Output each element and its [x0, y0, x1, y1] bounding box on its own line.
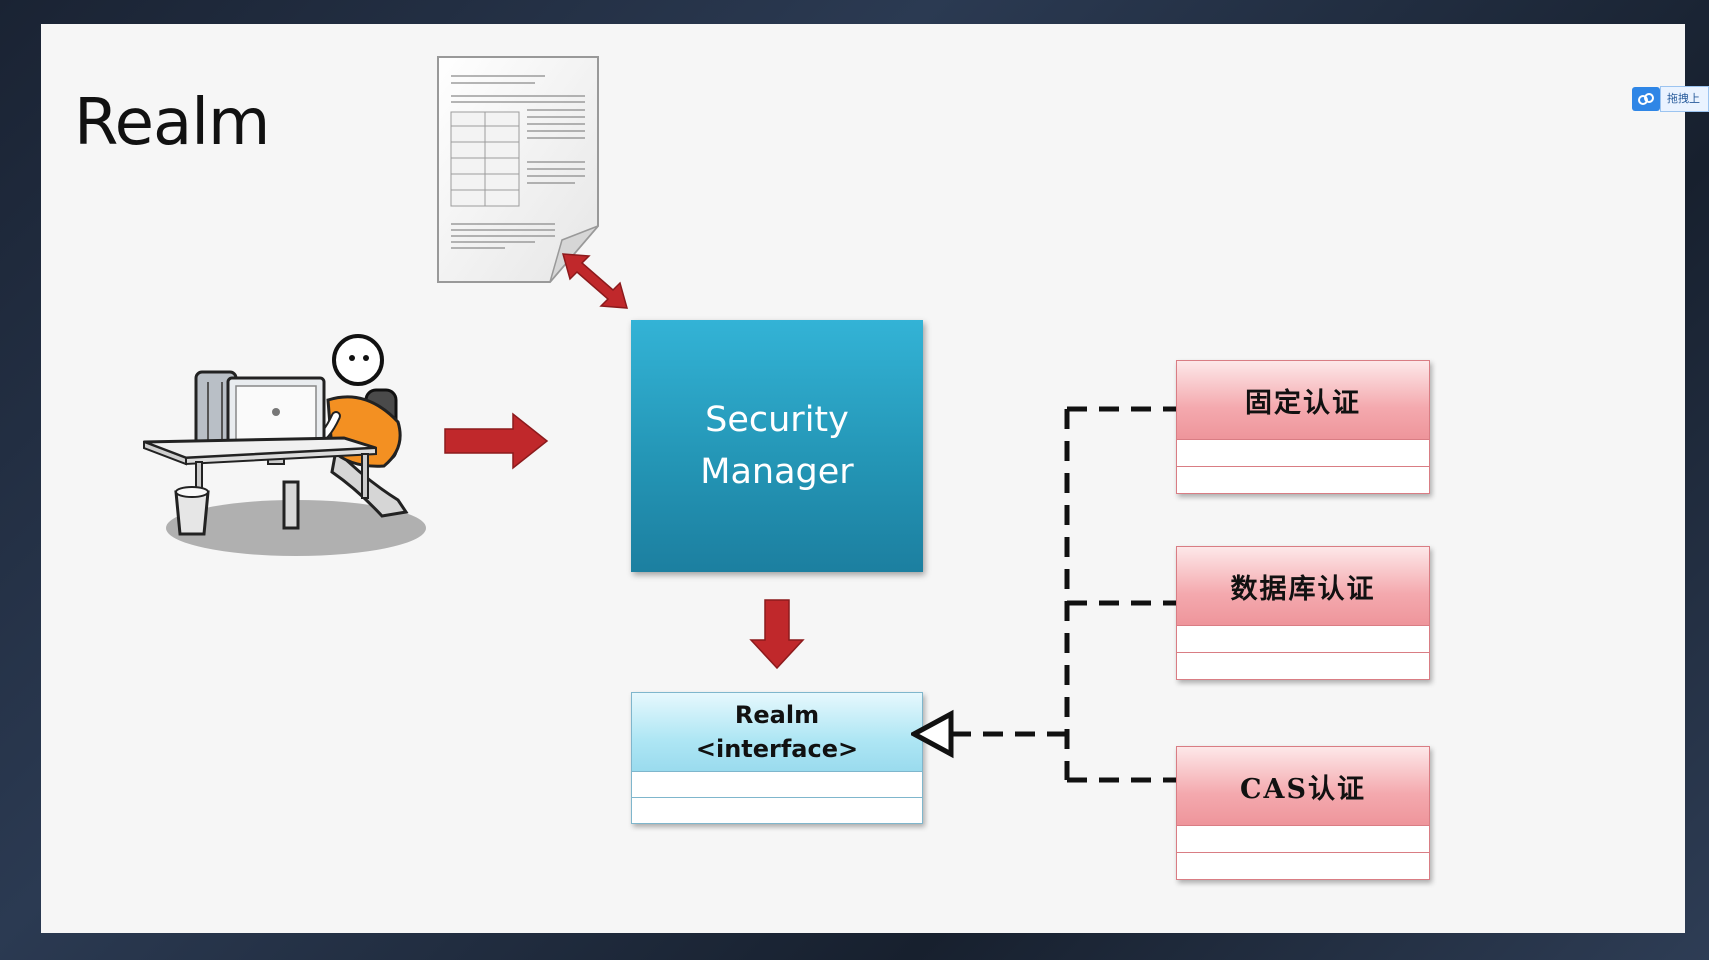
security-manager-label-line2: Manager — [700, 452, 854, 492]
impl-box-cas-label: CAS认证 — [1240, 773, 1366, 805]
impl-box-fixed: 固定认证 — [1176, 360, 1430, 494]
impl-box-cas-header: CAS认证 — [1177, 747, 1429, 825]
security-manager-label-line1: Security — [705, 400, 849, 440]
impl-box-fixed-row-2 — [1177, 466, 1429, 493]
slide-canvas: Realm — [41, 24, 1685, 933]
document-icon — [437, 56, 599, 283]
impl-box-cas: CAS认证 — [1176, 746, 1430, 880]
impl-box-database-row-1 — [1177, 625, 1429, 652]
realm-interface-stereotype: <interface> — [695, 735, 859, 763]
realm-interface-methods-row — [632, 797, 922, 823]
impl-box-database: 数据库认证 — [1176, 546, 1430, 680]
impl-box-cas-row-2 — [1177, 852, 1429, 879]
impl-box-cas-row-1 — [1177, 825, 1429, 852]
cloud-share-icon[interactable] — [1632, 87, 1660, 111]
impl-box-database-header: 数据库认证 — [1177, 547, 1429, 625]
security-manager-box: Security Manager — [631, 320, 923, 572]
right-arrow-icon — [444, 412, 549, 470]
realm-interface-name: Realm — [734, 701, 820, 729]
impl-box-fixed-row-1 — [1177, 439, 1429, 466]
down-arrow-icon — [749, 599, 805, 670]
drag-upload-label[interactable]: 拖拽上 — [1660, 86, 1709, 112]
impl-box-fixed-label: 固定认证 — [1245, 387, 1361, 419]
realm-interface-box: Realm <interface> — [631, 692, 923, 824]
user-at-computer-illustration — [143, 334, 426, 556]
impl-box-database-row-2 — [1177, 652, 1429, 679]
slide-title: Realm — [74, 86, 270, 160]
bidirectional-arrow-icon — [561, 253, 629, 309]
realization-connectors — [911, 406, 1211, 783]
impl-box-database-label: 数据库认证 — [1230, 573, 1376, 605]
realization-arrowhead-icon — [911, 709, 954, 759]
impl-box-fixed-header: 固定认证 — [1177, 361, 1429, 439]
realm-interface-header: Realm <interface> — [632, 693, 922, 771]
realm-interface-attributes-row — [632, 771, 922, 797]
drag-upload-widget[interactable]: 拖拽上 — [1632, 86, 1709, 112]
